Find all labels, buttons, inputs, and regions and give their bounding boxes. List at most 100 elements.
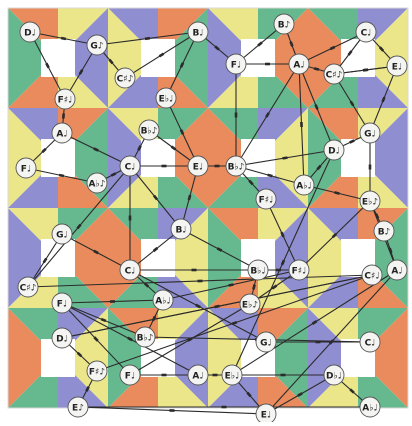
note-node: C♩: [120, 156, 140, 176]
note-node-label: B♭♪: [228, 163, 245, 173]
edge-tick: [316, 105, 318, 110]
note-node: C♩: [120, 260, 140, 280]
note-node-label: A♭♩: [296, 182, 311, 192]
edge-tick: [59, 175, 64, 176]
center-square: [41, 39, 75, 77]
note-node-label: A♩: [192, 372, 203, 382]
note-node: E♭♩: [222, 365, 242, 385]
note-node: F♩: [120, 365, 140, 385]
note-node-label: E♩: [193, 163, 203, 173]
note-node-label: D♭♩: [326, 372, 342, 382]
note-node: A♭♩: [294, 175, 314, 195]
edge-tick: [189, 195, 190, 200]
note-node-label: B♭♪: [141, 127, 158, 137]
edge-tick: [335, 192, 340, 193]
note-node: B♭♪: [226, 156, 246, 176]
note-node-label: F♩: [21, 165, 31, 175]
note-node-label: F♩: [125, 372, 135, 382]
note-node: G♩: [256, 332, 276, 352]
note-node: B♭♪: [139, 120, 159, 140]
note-node-label: G♩: [364, 130, 376, 140]
note-node: D♩: [324, 140, 344, 160]
note-node-label: C♩: [361, 29, 372, 39]
note-node: B♭♩: [248, 260, 268, 280]
note-node-label: B♭♪: [137, 334, 154, 344]
note-node-label: C♯♪: [326, 71, 343, 81]
edge-tick: [363, 70, 368, 71]
note-node-label: E♭♪: [242, 301, 258, 311]
edge-tick: [314, 68, 319, 69]
edge-tick: [215, 306, 220, 307]
note-node-label: A♭♩: [362, 404, 377, 414]
edge-tick: [145, 38, 150, 39]
note-node: C♯♪: [18, 277, 38, 297]
note-node: G♩: [52, 224, 72, 244]
note-node: E♩: [256, 404, 276, 422]
note-node-label: F♯♩: [58, 96, 73, 106]
note-node-label: C♩: [125, 267, 136, 277]
note-node-label: A♩: [391, 267, 402, 277]
note-node: F♩: [52, 293, 72, 313]
edge-tick: [283, 158, 288, 159]
note-node: C♯♪: [115, 68, 135, 88]
edge-tick: [390, 248, 392, 253]
note-node: A♭♪: [87, 173, 107, 193]
note-node-label: D♩: [56, 335, 68, 345]
note-node: F♩: [226, 54, 246, 74]
note-node: D♩: [52, 328, 72, 348]
note-node-label: C♯♪: [20, 284, 37, 294]
note-node: E♭♪: [360, 191, 380, 211]
note-node-label: C♩: [365, 339, 376, 349]
note-node-label: F♯♩: [292, 267, 307, 277]
note-node: F♩: [16, 158, 36, 178]
note-node: F♯♪: [87, 361, 107, 381]
note-node: E♪: [68, 397, 88, 417]
note-node: B♩: [171, 219, 191, 239]
note-node: E♭♪: [240, 294, 260, 314]
edge-tick: [101, 319, 106, 321]
note-node: F♯♩: [289, 260, 309, 280]
note-node: B♩: [188, 22, 208, 42]
note-node: A♩: [52, 123, 72, 143]
note-node: D♩: [20, 22, 40, 42]
note-node: A♭♩: [153, 290, 173, 310]
note-node-label: A♭♪: [89, 180, 106, 190]
center-square: [41, 139, 75, 177]
note-node-label: E♩: [261, 411, 271, 421]
note-node-label: B♩: [175, 226, 186, 236]
note-node-label: B♭♩: [250, 267, 265, 277]
background-tiles: [8, 8, 408, 408]
center-square: [241, 139, 275, 177]
note-node-label: B♩: [192, 29, 203, 39]
note-node-label: F♩: [57, 300, 67, 310]
note-node-label: F♯♪: [89, 368, 105, 378]
note-node-label: A♩: [56, 130, 67, 140]
note-node: A♩: [387, 260, 407, 280]
center-square: [141, 39, 175, 77]
note-node-label: E♭♩: [225, 372, 240, 382]
note-node-label: A♩: [293, 61, 304, 71]
note-node-label: G♩: [56, 231, 68, 241]
edge-tick: [229, 284, 234, 285]
note-node-label: B♪: [278, 21, 291, 31]
note-node: F♯♩: [256, 189, 276, 209]
edge-tick: [61, 38, 66, 39]
note-node-label: B♪: [378, 228, 391, 238]
note-node: B♪: [374, 221, 394, 241]
note-node: G♩: [360, 123, 380, 143]
note-node-label: C♯♩: [364, 272, 379, 282]
note-node: F♯♩: [55, 89, 75, 109]
note-node-label: A♭♩: [155, 297, 170, 307]
edge-tick: [232, 322, 237, 324]
note-node: C♩: [356, 22, 376, 42]
edge-tick: [383, 97, 385, 102]
note-node: A♩: [289, 54, 309, 74]
note-node: B♪: [274, 14, 294, 34]
note-node-label: F♩: [231, 61, 241, 71]
note-node-label: E♭♪: [362, 198, 378, 208]
note-node-label: G♪: [90, 42, 103, 52]
note-node-label: G♩: [260, 339, 272, 349]
note-node-label: F♯♩: [259, 196, 274, 206]
note-node-label: E♭♩: [159, 95, 174, 105]
